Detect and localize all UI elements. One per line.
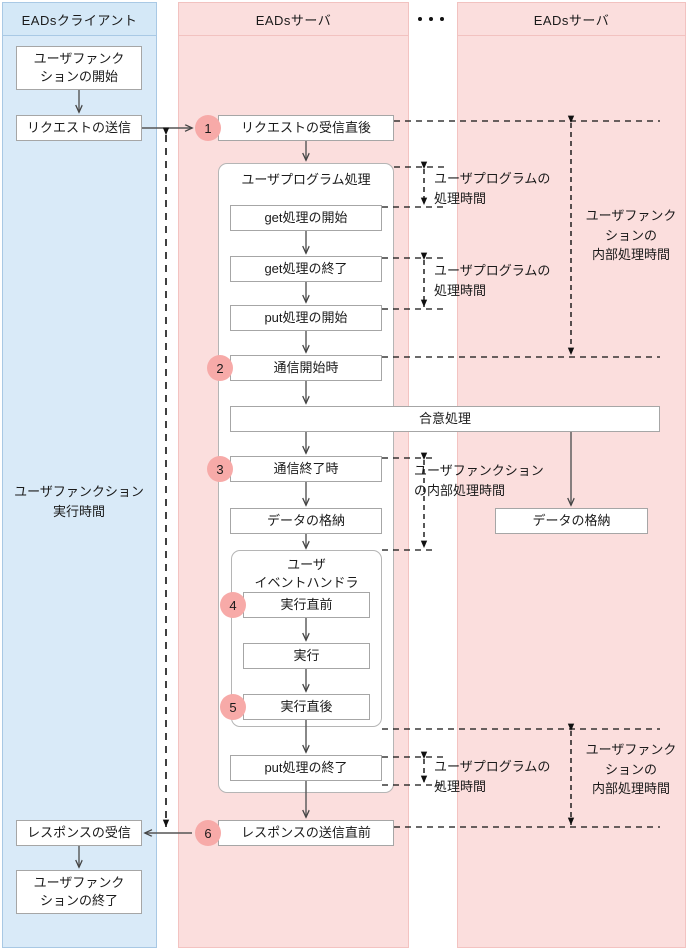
box-get-end: get処理の終了 bbox=[230, 256, 382, 282]
step-badge-2: 2 bbox=[207, 355, 233, 381]
box-get-start: get処理の開始 bbox=[230, 205, 382, 231]
annotation-user-function-internal-time-2: ユーザファンクションの内部処理時間 bbox=[414, 463, 544, 498]
box-after-exec: 実行直後 bbox=[243, 694, 370, 720]
box-put-start: put処理の開始 bbox=[230, 305, 382, 331]
step-badge-6: 6 bbox=[195, 820, 221, 846]
lane-client bbox=[2, 2, 157, 948]
annotation-user-program-time-2: ユーザプログラムの処理時間 bbox=[434, 263, 551, 298]
step-badge-4: 4 bbox=[220, 592, 246, 618]
step-badge-5: 5 bbox=[220, 694, 246, 720]
box-request-received: リクエストの受信直後 bbox=[218, 115, 394, 141]
box-user-function-end: ユーザファンクションの終了 bbox=[16, 870, 142, 914]
annotation-user-program-time-1: ユーザプログラムの処理時間 bbox=[434, 171, 551, 206]
box-consensus: 合意処理 bbox=[230, 406, 660, 432]
ellipsis-icon bbox=[418, 17, 444, 21]
lane-header-client: EADsクライアント bbox=[2, 2, 157, 36]
lane-header-server-2: EADsサーバ bbox=[457, 2, 686, 36]
step-badge-1: 1 bbox=[195, 115, 221, 141]
box-before-exec: 実行直前 bbox=[243, 592, 370, 618]
annotation-user-function-internal-time-3: ユーザファンクションの内部処理時間 bbox=[585, 742, 677, 796]
box-put-end: put処理の終了 bbox=[230, 755, 382, 781]
box-response-receive: レスポンスの受信 bbox=[16, 820, 142, 846]
annotation-user-function-internal-time-1: ユーザファンクションの内部処理時間 bbox=[585, 208, 677, 262]
lane-header-server-1: EADsサーバ bbox=[178, 2, 409, 36]
group-user-event-handler-title: ユーザイベントハンドラ bbox=[254, 557, 359, 590]
box-comm-end: 通信終了時 bbox=[230, 456, 382, 482]
box-response-send: レスポンスの送信直前 bbox=[218, 820, 394, 846]
box-comm-start: 通信開始時 bbox=[230, 355, 382, 381]
box-data-store: データの格納 bbox=[230, 508, 382, 534]
box-request-send: リクエストの送信 bbox=[16, 115, 142, 141]
box-user-function-start: ユーザファンクションの開始 bbox=[16, 46, 142, 90]
step-badge-3: 3 bbox=[207, 456, 233, 482]
annotation-user-program-time-3: ユーザプログラムの処理時間 bbox=[434, 759, 551, 794]
box-exec: 実行 bbox=[243, 643, 370, 669]
label-user-function-exec-time: ユーザファンクション実行時間 bbox=[14, 484, 144, 519]
group-user-program-title: ユーザプログラム処理 bbox=[241, 172, 371, 187]
box-data-store-remote: データの格納 bbox=[495, 508, 648, 534]
